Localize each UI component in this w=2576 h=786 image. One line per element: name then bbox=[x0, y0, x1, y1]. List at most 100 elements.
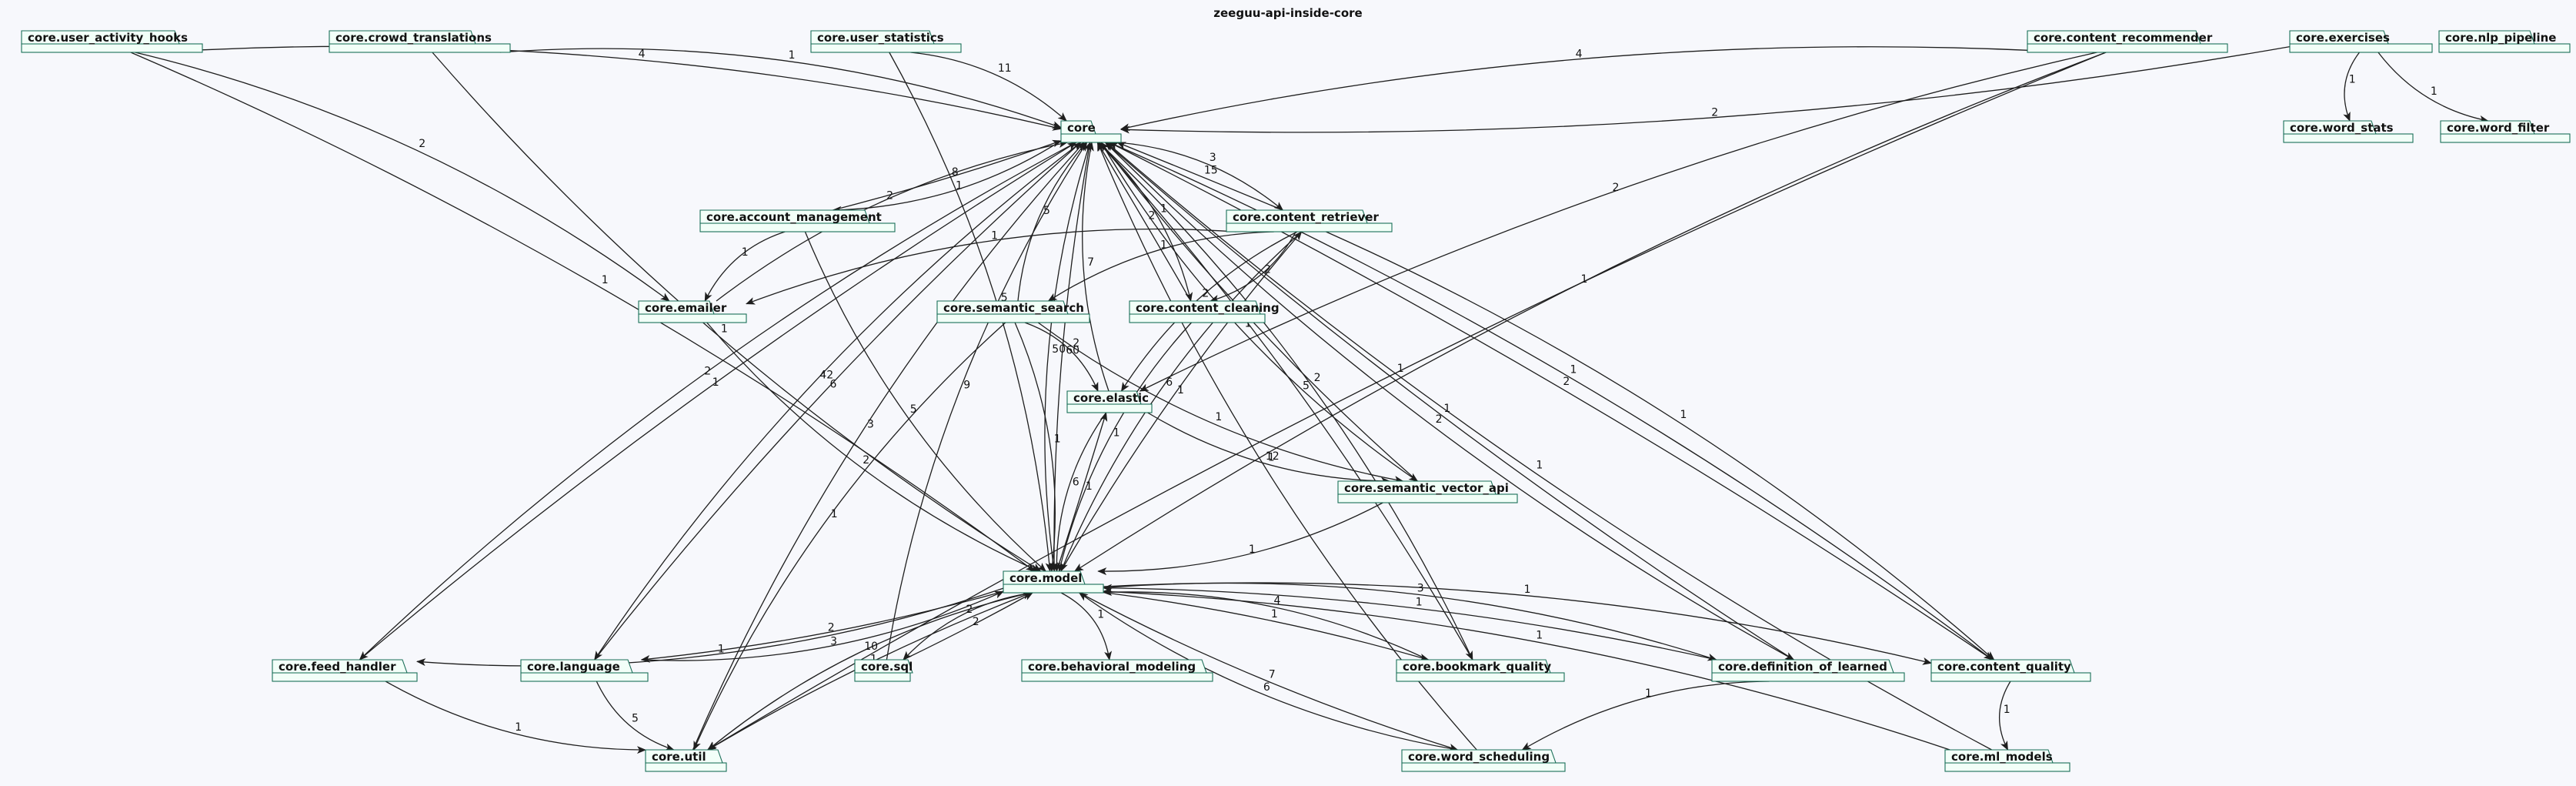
edge-count-label: 5 bbox=[632, 712, 639, 724]
dependency-edge-elastic-to-semantic-vector-api bbox=[1147, 412, 1390, 485]
dependency-edge-sql-to-core bbox=[886, 142, 1088, 661]
edge-count-label: 5 bbox=[1001, 292, 1008, 304]
package-account-management: core.account_management bbox=[699, 209, 896, 232]
package-tab bbox=[1021, 659, 1207, 674]
edge-count-label: 1 bbox=[742, 246, 749, 259]
dependency-edge-sql-to-model bbox=[903, 592, 1033, 661]
package-body bbox=[645, 762, 727, 772]
package-tab bbox=[1060, 120, 1096, 135]
package-semantic-vector-api: core.semantic_vector_api bbox=[1337, 480, 1518, 503]
dependency-edge-bookmark-quality-to-model bbox=[1103, 588, 1429, 661]
package-tab bbox=[1930, 659, 2075, 674]
edge-count-label: 1 bbox=[515, 721, 522, 734]
edge-count-label: 4 bbox=[1274, 595, 1281, 607]
package-tab bbox=[1396, 659, 1551, 674]
edges-layer bbox=[130, 45, 2489, 754]
package-tab bbox=[810, 30, 935, 45]
edge-count-label: 15 bbox=[1204, 165, 1218, 177]
edge-count-label: 1 bbox=[1054, 433, 1061, 445]
package-core: core bbox=[1060, 120, 1122, 143]
package-body bbox=[1226, 222, 1393, 232]
package-body bbox=[1337, 493, 1518, 503]
package-label: core bbox=[1067, 121, 1096, 135]
dependency-edge-model-to-core bbox=[1044, 142, 1092, 572]
package-tab bbox=[2027, 30, 2201, 45]
dependency-edge-core-to-language bbox=[594, 142, 1082, 661]
edge-count-label: 1 bbox=[1416, 597, 1423, 609]
dependency-edge-language-to-util bbox=[596, 681, 675, 751]
package-body bbox=[854, 672, 911, 682]
package-feed-handler: core.feed_handler bbox=[272, 659, 418, 682]
package-body bbox=[2289, 43, 2433, 53]
dependency-edge-core-to-content-quality bbox=[1109, 142, 1994, 661]
package-label: core.crowd_translations bbox=[335, 31, 492, 45]
edge-count-label: 1 bbox=[721, 323, 728, 336]
edge-count-label: 10 bbox=[864, 641, 878, 653]
edge-count-label: 1 bbox=[1097, 609, 1104, 621]
dependency-edge-content-cleaning-to-model bbox=[1057, 322, 1192, 572]
dependency-edge-semantic-search-to-semantic-vector-api bbox=[1037, 322, 1404, 483]
package-content-cleaning: core.content_cleaning bbox=[1129, 300, 1280, 323]
package-tab bbox=[645, 749, 723, 764]
dependency-edge-language-to-core bbox=[594, 142, 1082, 661]
edge-count-label: 1 bbox=[1086, 480, 1093, 493]
dependency-edge-model-to-content-quality bbox=[1103, 582, 1932, 665]
package-body bbox=[272, 672, 418, 682]
edge-count-label: 1 bbox=[1397, 363, 1404, 375]
edge-count-label: 2 bbox=[1314, 372, 1321, 384]
package-content-retriever: core.content_retriever bbox=[1226, 209, 1393, 232]
edge-count-label: 9 bbox=[963, 379, 970, 391]
package-body bbox=[1930, 672, 2091, 682]
dependency-edge-content-retriever-to-content-quality bbox=[1326, 231, 1995, 661]
edge-count-label: 1 bbox=[2349, 74, 2356, 86]
edge-count-label: 6 bbox=[1263, 681, 1270, 694]
package-user-activity-hooks: core.user_activity_hooks bbox=[21, 30, 203, 53]
dependency-edge-util-to-core bbox=[692, 142, 1085, 751]
package-label: core.emailer bbox=[645, 301, 727, 315]
package-body bbox=[1396, 672, 1565, 682]
dependency-edge-content-recommender-to-util bbox=[706, 52, 2107, 751]
package-tab bbox=[329, 30, 476, 45]
edge-count-label: 7 bbox=[1269, 668, 1276, 681]
package-tab bbox=[1401, 749, 1557, 764]
package-emailer: core.emailer bbox=[638, 300, 747, 323]
package-label: core.definition_of_learned bbox=[1718, 660, 1887, 674]
edge-count-label: 1 bbox=[1524, 584, 1531, 596]
edge-count-label: 2 bbox=[1073, 337, 1079, 350]
package-label: core.elastic bbox=[1073, 391, 1149, 405]
package-tab bbox=[1066, 390, 1142, 405]
edge-count-label: 1 bbox=[956, 179, 963, 192]
package-body bbox=[1060, 133, 1122, 143]
dependency-edge-ml-models-to-model bbox=[1103, 587, 1950, 751]
dependency-edge-user-activity-hooks-to-core bbox=[202, 45, 1062, 131]
dependency-edge-account-management-to-emailer bbox=[704, 231, 786, 302]
package-tab bbox=[2289, 30, 2389, 45]
package-label: core.content_cleaning bbox=[1136, 301, 1280, 315]
diagram-title: zeeguu-api-inside-core bbox=[1213, 6, 1362, 20]
edge-count-label: 2 bbox=[1202, 288, 1209, 300]
edge-count-label: 1 bbox=[1160, 239, 1167, 252]
package-label: core.semantic_search bbox=[943, 301, 1084, 315]
dependency-edge-model-to-elastic bbox=[1056, 412, 1108, 572]
edge-count-label: 2 bbox=[886, 190, 893, 202]
edge-count-label: 1 bbox=[1443, 403, 1450, 415]
edge-count-label: 1 bbox=[712, 376, 719, 389]
package-body bbox=[2440, 133, 2571, 143]
package-label: core.semantic_vector_api bbox=[1344, 481, 1509, 495]
package-body bbox=[1066, 403, 1153, 413]
dependency-edge-core-to-feed-handler bbox=[359, 142, 1076, 661]
package-tab bbox=[1129, 300, 1261, 315]
dependency-edge-exercises-to-word-stats bbox=[2343, 52, 2361, 122]
package-label: core.sql bbox=[861, 660, 913, 674]
package-tab bbox=[699, 209, 870, 224]
package-exercises: core.exercises bbox=[2289, 30, 2433, 53]
package-body bbox=[1129, 313, 1266, 323]
package-tab bbox=[1711, 659, 1894, 674]
edge-count-label: 6 bbox=[1073, 477, 1079, 489]
package-label: core.word_stats bbox=[2290, 121, 2394, 135]
dependency-edge-core-to-definition-of-learned bbox=[1105, 142, 1795, 661]
package-bookmark-quality: core.bookmark_quality bbox=[1396, 659, 1565, 682]
dependency-edge-model-to-language bbox=[640, 590, 1004, 663]
package-label: core.content_quality bbox=[1937, 660, 2071, 674]
edge-count-label: 2 bbox=[1613, 182, 1620, 194]
